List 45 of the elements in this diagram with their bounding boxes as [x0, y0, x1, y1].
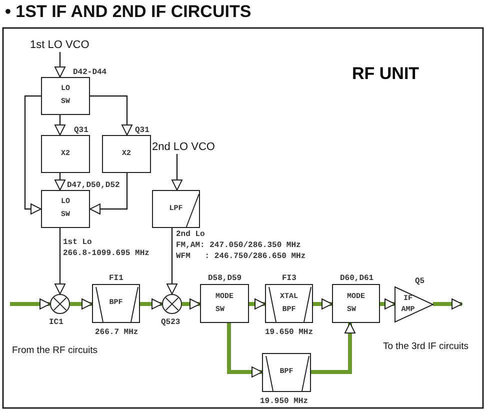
signal-arrow [313, 298, 332, 310]
component-label: D42-D44 [73, 68, 107, 77]
arrow [90, 173, 128, 214]
signal-source-label: 2nd LO VCO [152, 140, 224, 154]
component-label: 19.650 MHz [265, 328, 314, 337]
component-label: 266.7 MHz [95, 328, 138, 337]
signal-arrow [433, 298, 462, 310]
signal-arrow [227, 323, 262, 378]
signal-arrow [70, 298, 92, 310]
arrow [54, 52, 66, 78]
signal-note: From the RF circuits [12, 345, 98, 356]
component-label: FI1 [109, 274, 124, 283]
component-label: FI3 [282, 274, 296, 283]
component-label: Q31 [74, 126, 88, 135]
frequency-note: WFM : 246.750/286.650 MHz [176, 252, 306, 261]
frequency-note: FM,AM: 247.050/286.350 MHz [176, 241, 301, 250]
arrow [24, 95, 42, 214]
arrow [90, 95, 132, 136]
component-label: D58,D59 [208, 274, 242, 283]
component-label: 19.950 MHz [260, 397, 308, 406]
frequency-note: 2nd Lo [176, 230, 205, 239]
component-label: Q523 [161, 318, 180, 327]
signal-arrow [182, 298, 200, 310]
component-label: Q5 [415, 277, 425, 286]
arrow [172, 154, 182, 190]
signal-arrow [140, 298, 162, 310]
section-heading: RF UNIT [352, 64, 420, 84]
signal-note: To the 3rd IF circuits [383, 341, 469, 352]
filter-block [152, 190, 200, 228]
signal-arrow [10, 298, 50, 310]
component-label: D47,D50,D52 [67, 181, 120, 190]
frequency-note: 266.8-1099.695 MHz [63, 249, 150, 258]
arrow [54, 228, 66, 294]
arrow [54, 173, 66, 190]
component-label: Q31 [135, 126, 150, 135]
component-label: D60,D61 [340, 274, 374, 283]
signal-source-label: 1st LO VCO [30, 38, 92, 52]
page-title: • 1ST IF AND 2ND IF CIRCUITS [5, 2, 252, 22]
component-label: IC1 [49, 318, 64, 327]
signal-arrow [311, 322, 356, 374]
frequency-note: 1st Lo [63, 238, 92, 247]
signal-arrow [380, 298, 396, 310]
arrow [54, 115, 66, 136]
arrow [166, 228, 178, 294]
signal-arrow [249, 298, 266, 310]
